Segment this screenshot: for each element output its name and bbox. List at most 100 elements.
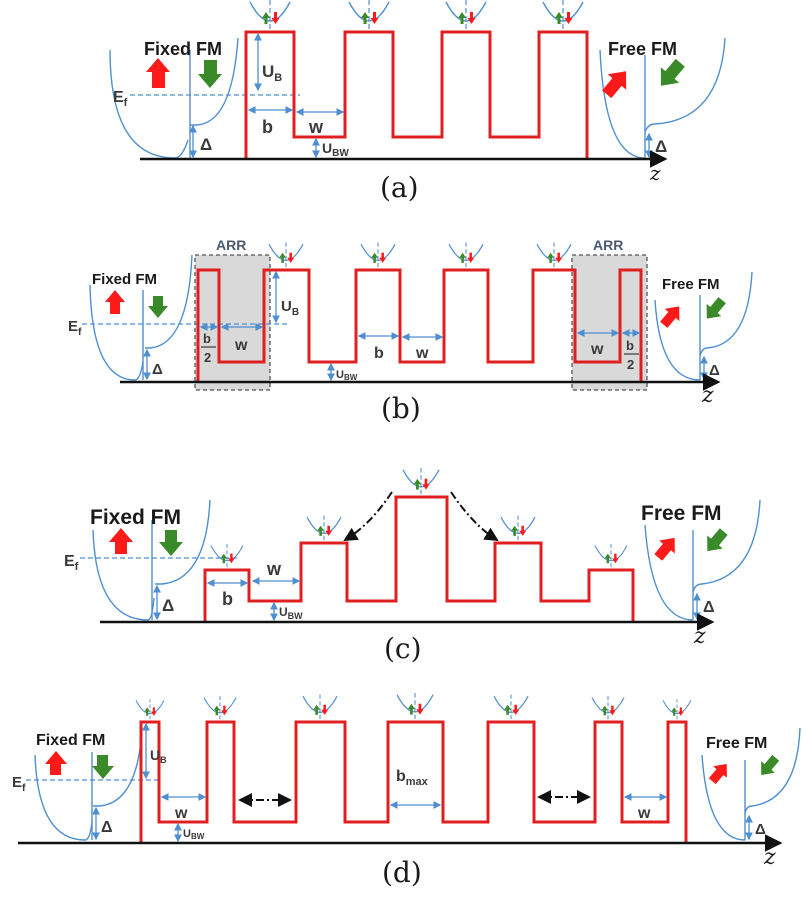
w-label: w xyxy=(308,117,324,137)
delta-label: Δ xyxy=(101,819,113,836)
spin-up-arrowhead xyxy=(105,290,125,302)
free-spin-down-arrow xyxy=(707,528,728,552)
b-half-den-right: 2 xyxy=(627,357,634,372)
free-spin-down-arrow xyxy=(660,58,685,86)
w-label: w xyxy=(266,559,282,579)
free-fm-band-up xyxy=(654,299,701,381)
free-spin-up-arrow xyxy=(602,71,627,99)
panel-label-b: (b) xyxy=(381,392,421,425)
b-label: b xyxy=(374,345,384,362)
free-fm-band-down xyxy=(699,271,753,357)
w-label-right: w xyxy=(637,805,651,822)
arr-label-left: ARR xyxy=(216,237,246,253)
w-label-left: w xyxy=(234,337,248,354)
spin-up-arrowhead xyxy=(109,528,133,542)
potential-profile xyxy=(139,720,688,842)
free-fm-label: Free FM xyxy=(641,502,722,525)
potential-profile xyxy=(196,268,643,381)
spin-up-arrowhead xyxy=(146,58,170,72)
b-half-num-left: b xyxy=(203,331,211,346)
b-label: b xyxy=(262,117,273,137)
growth-arrow-left xyxy=(343,491,393,542)
spin-up-arrow xyxy=(115,540,127,554)
spin-down-arrow xyxy=(165,530,177,544)
ef-label: Ef xyxy=(113,89,128,109)
w-label: w xyxy=(415,345,429,362)
spin-down-arrow xyxy=(97,755,108,768)
free-fm-label: Free FM xyxy=(608,39,677,59)
ubw-label: UBW xyxy=(322,140,349,159)
fixed-fm-band-down xyxy=(145,254,193,349)
barrier-bands xyxy=(210,467,628,568)
free-fm-band-up xyxy=(644,524,694,621)
ef-label: Ef xyxy=(12,774,26,794)
z-axis-label: z xyxy=(649,161,661,185)
free-fm-band-up xyxy=(599,49,646,159)
b-half-num-right: b xyxy=(626,338,634,353)
spin-down-arrowhead xyxy=(198,74,222,88)
spin-up-arrow xyxy=(50,762,61,775)
free-delta-label: Δ xyxy=(655,137,667,156)
z-axis-label: z xyxy=(763,845,776,870)
free-spin-up-arrow xyxy=(708,763,727,785)
bmax-label: bmax xyxy=(396,768,429,788)
fixed-fm-band-up xyxy=(89,284,144,381)
spin-up-arrow xyxy=(110,300,120,314)
free-fm-band-down xyxy=(692,499,761,593)
delta-label: Δ xyxy=(162,596,174,615)
spin-up-arrowhead xyxy=(45,751,67,764)
barrier-bands xyxy=(268,242,572,268)
fixed-fm-band-down xyxy=(190,37,239,126)
ub-label: UB xyxy=(150,747,167,765)
free-spin-down-arrow xyxy=(706,297,726,319)
barrier-bands xyxy=(135,692,692,720)
panel-d: Fixed FM Ef Δ UB w UBW bmax w F xyxy=(12,692,801,889)
arr-region-left xyxy=(194,254,271,391)
spin-down-arrowhead xyxy=(148,306,168,318)
ubw-label: UBW xyxy=(336,369,358,382)
b-label: b xyxy=(222,589,233,609)
w-label-left: w xyxy=(174,805,188,822)
ub-label: UB xyxy=(262,62,282,84)
delta-label: Δ xyxy=(152,361,163,378)
b-half-den-left: 2 xyxy=(204,350,211,365)
ef-label: Ef xyxy=(64,553,79,573)
fixed-fm-band-up xyxy=(109,49,189,159)
fixed-fm-label: Fixed FM xyxy=(36,732,105,749)
fixed-fm-label: Fixed FM xyxy=(92,271,157,288)
free-spin-up-arrow xyxy=(660,306,680,328)
free-delta-label: Δ xyxy=(703,599,715,616)
growth-arrow-right xyxy=(450,491,499,542)
fixed-fm-label: Fixed FM xyxy=(90,506,181,529)
potential-profile xyxy=(203,495,635,621)
w-label-right: w xyxy=(590,341,604,358)
free-fm-label: Free FM xyxy=(706,735,767,752)
z-axis-label: z xyxy=(701,383,714,408)
free-delta-label: Δ xyxy=(755,821,766,838)
z-axis-label: z xyxy=(693,624,706,649)
fixed-fm-label: Fixed FM xyxy=(144,39,222,59)
panel-b: ARR ARR Fixed FM Ef Δ b 2 w UB UBW b w w… xyxy=(68,237,753,425)
delta-label: Δ xyxy=(200,135,212,154)
spin-down-arrow xyxy=(204,60,217,76)
ubw-label: UBW xyxy=(279,605,303,621)
potential-profile xyxy=(244,30,589,158)
panel-label-d: (d) xyxy=(382,856,422,889)
fixed-fm-band-down xyxy=(155,499,211,585)
free-fm-band-up xyxy=(701,754,746,841)
spin-down-arrowhead xyxy=(159,542,183,556)
ubw-label: UBW xyxy=(183,828,205,841)
barrier-bands xyxy=(249,0,584,30)
panel-label-a: (a) xyxy=(380,171,419,204)
fixed-fm-band-up xyxy=(34,754,93,841)
spin-up-arrow xyxy=(152,70,165,88)
panel-a: Fixed FM Ef Δ UB b w UBW Free FM Δ z xyxy=(109,0,726,204)
panel-c: Fixed FM Ef Δ b w UBW Free FM Δ z (c) xyxy=(64,467,761,665)
spin-down-arrowhead xyxy=(92,766,114,779)
free-spin-up-arrow xyxy=(654,537,675,561)
free-spin-down-arrow xyxy=(761,754,780,776)
ub-label: UB xyxy=(281,298,299,318)
free-fm-band-down xyxy=(644,37,726,133)
